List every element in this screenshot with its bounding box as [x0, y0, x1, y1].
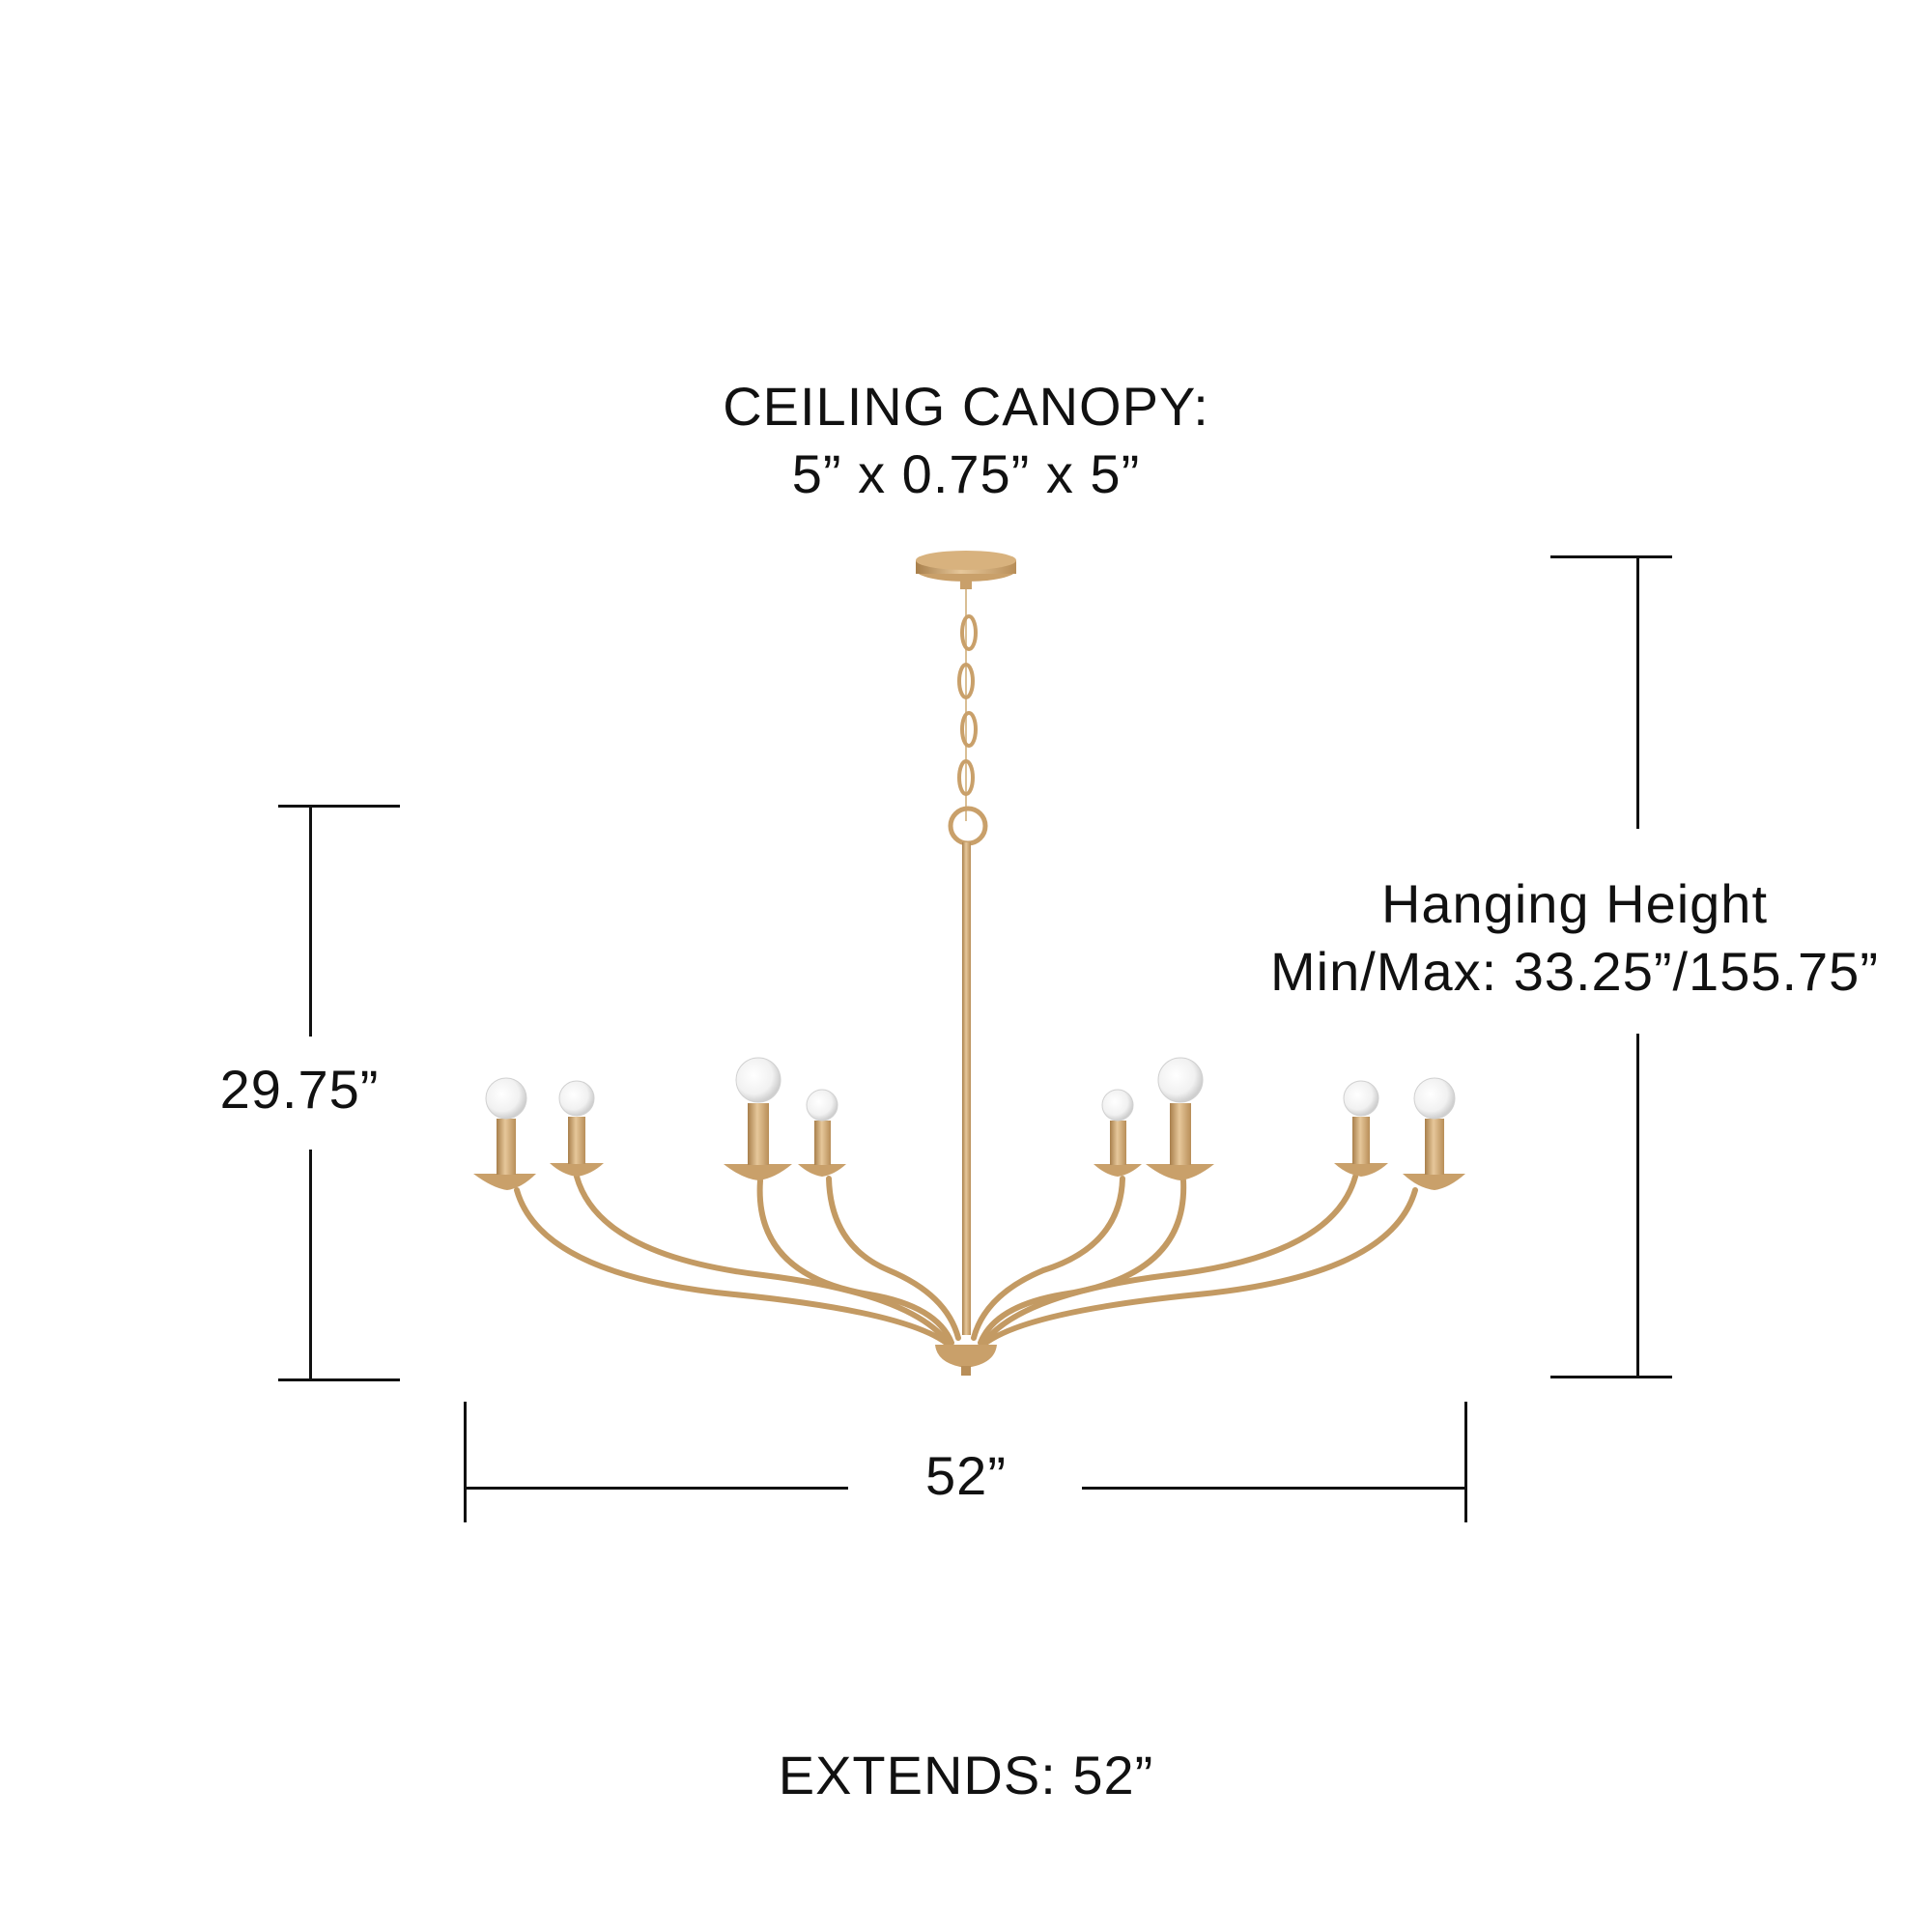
- chain-icon: [948, 589, 988, 846]
- candle-right-2-icon: [1334, 1080, 1388, 1177]
- width-dim-left-tick: [464, 1402, 467, 1522]
- candle-left-3-icon: [724, 1057, 792, 1180]
- candle-right-3-icon: [1146, 1057, 1214, 1180]
- width-dim-line-right: [1082, 1487, 1466, 1490]
- hanging-dim-bottom-tick: [1550, 1376, 1672, 1378]
- height-dim-line-upper: [309, 805, 312, 1037]
- candle-right-4-icon: [1094, 1089, 1142, 1177]
- hanging-height-title: Hanging Height: [1380, 873, 1769, 934]
- center-stem-icon: [962, 842, 971, 1335]
- hanging-dim-line-upper: [1636, 555, 1639, 829]
- canopy-title: CEILING CANOPY:: [723, 376, 1209, 437]
- candle-left-1-icon: [473, 1077, 536, 1190]
- height-dim-value: 29.75”: [219, 1059, 380, 1120]
- arms-icon: [514, 1174, 1418, 1355]
- width-dim-line-left: [464, 1487, 848, 1490]
- height-dim-line-lower: [309, 1150, 312, 1381]
- candle-right-1-icon: [1403, 1077, 1465, 1190]
- hanging-height-range: Min/Max: 33.25”/155.75”: [1270, 941, 1879, 1002]
- extends-label: EXTENDS: 52”: [778, 1745, 1154, 1805]
- bottom-hub-icon: [935, 1345, 997, 1376]
- hanging-dim-line-lower: [1636, 1034, 1639, 1378]
- canopy-size: 5” x 0.75” x 5”: [791, 443, 1141, 504]
- width-dim-value: 52”: [925, 1445, 1007, 1506]
- candle-left-2-icon: [550, 1080, 604, 1177]
- height-dim-top-tick: [278, 805, 400, 808]
- ceiling-canopy-icon: [916, 551, 1016, 589]
- width-dim-right-tick: [1464, 1402, 1467, 1522]
- candle-left-4-icon: [798, 1089, 846, 1177]
- hanging-dim-top-tick: [1550, 555, 1672, 558]
- height-dim-bottom-tick: [278, 1378, 400, 1381]
